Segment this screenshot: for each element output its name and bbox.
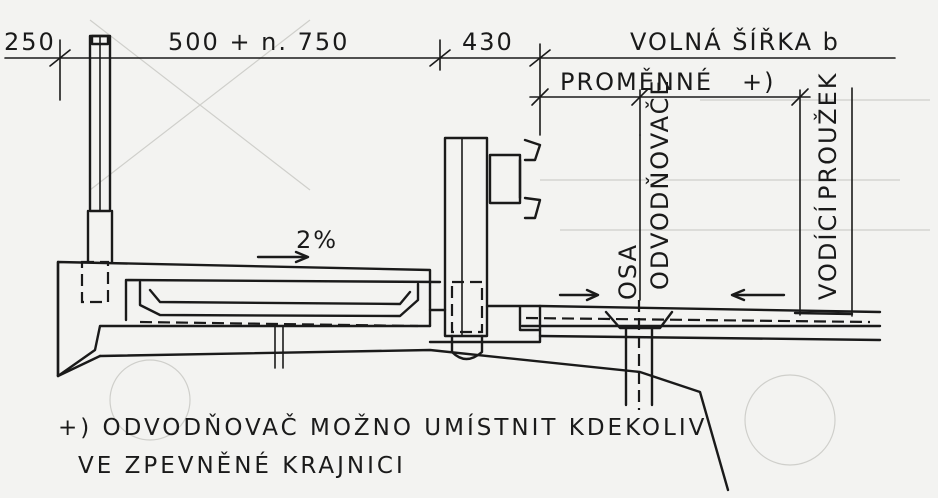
guide-strip-label-2: PROUŽEK	[813, 71, 842, 200]
guide-strip-label-1: VODÍCÍ	[813, 204, 842, 300]
slope-label: 2%	[296, 226, 338, 254]
drain-axis-label-2: ODVODŇOVAČE	[644, 78, 674, 290]
dim-250: 250	[4, 28, 56, 56]
gutter-channel	[138, 280, 420, 369]
deck-slab	[428, 304, 882, 344]
railing-post	[80, 34, 114, 304]
variable-dimension-line	[529, 88, 811, 316]
dim-430: 430	[462, 28, 514, 56]
slope-arrow	[256, 250, 310, 264]
top-dimension-line	[4, 39, 896, 136]
left-cornice	[56, 260, 442, 378]
footnote-line-2: VE ZPEVNĚNÉ KRAJNICI	[78, 451, 406, 479]
drain-axis-label-1: OSA	[614, 243, 642, 300]
background-ghost-lines	[89, 19, 930, 466]
dim-span: 500 + n. 750	[168, 28, 349, 56]
variable-label: PROMĚNNÉ	[560, 67, 713, 96]
clear-width-label: VOLNÁ ŠÍŘKA b	[630, 26, 840, 56]
drain-inlet	[604, 134, 674, 410]
variable-footnote-mark: +)	[742, 68, 775, 96]
footnote-line-1: +) ODVODŇOVAČ MOŽNO UMÍSTNIT KDEKOLIV	[58, 413, 707, 441]
flow-arrows	[558, 288, 786, 302]
